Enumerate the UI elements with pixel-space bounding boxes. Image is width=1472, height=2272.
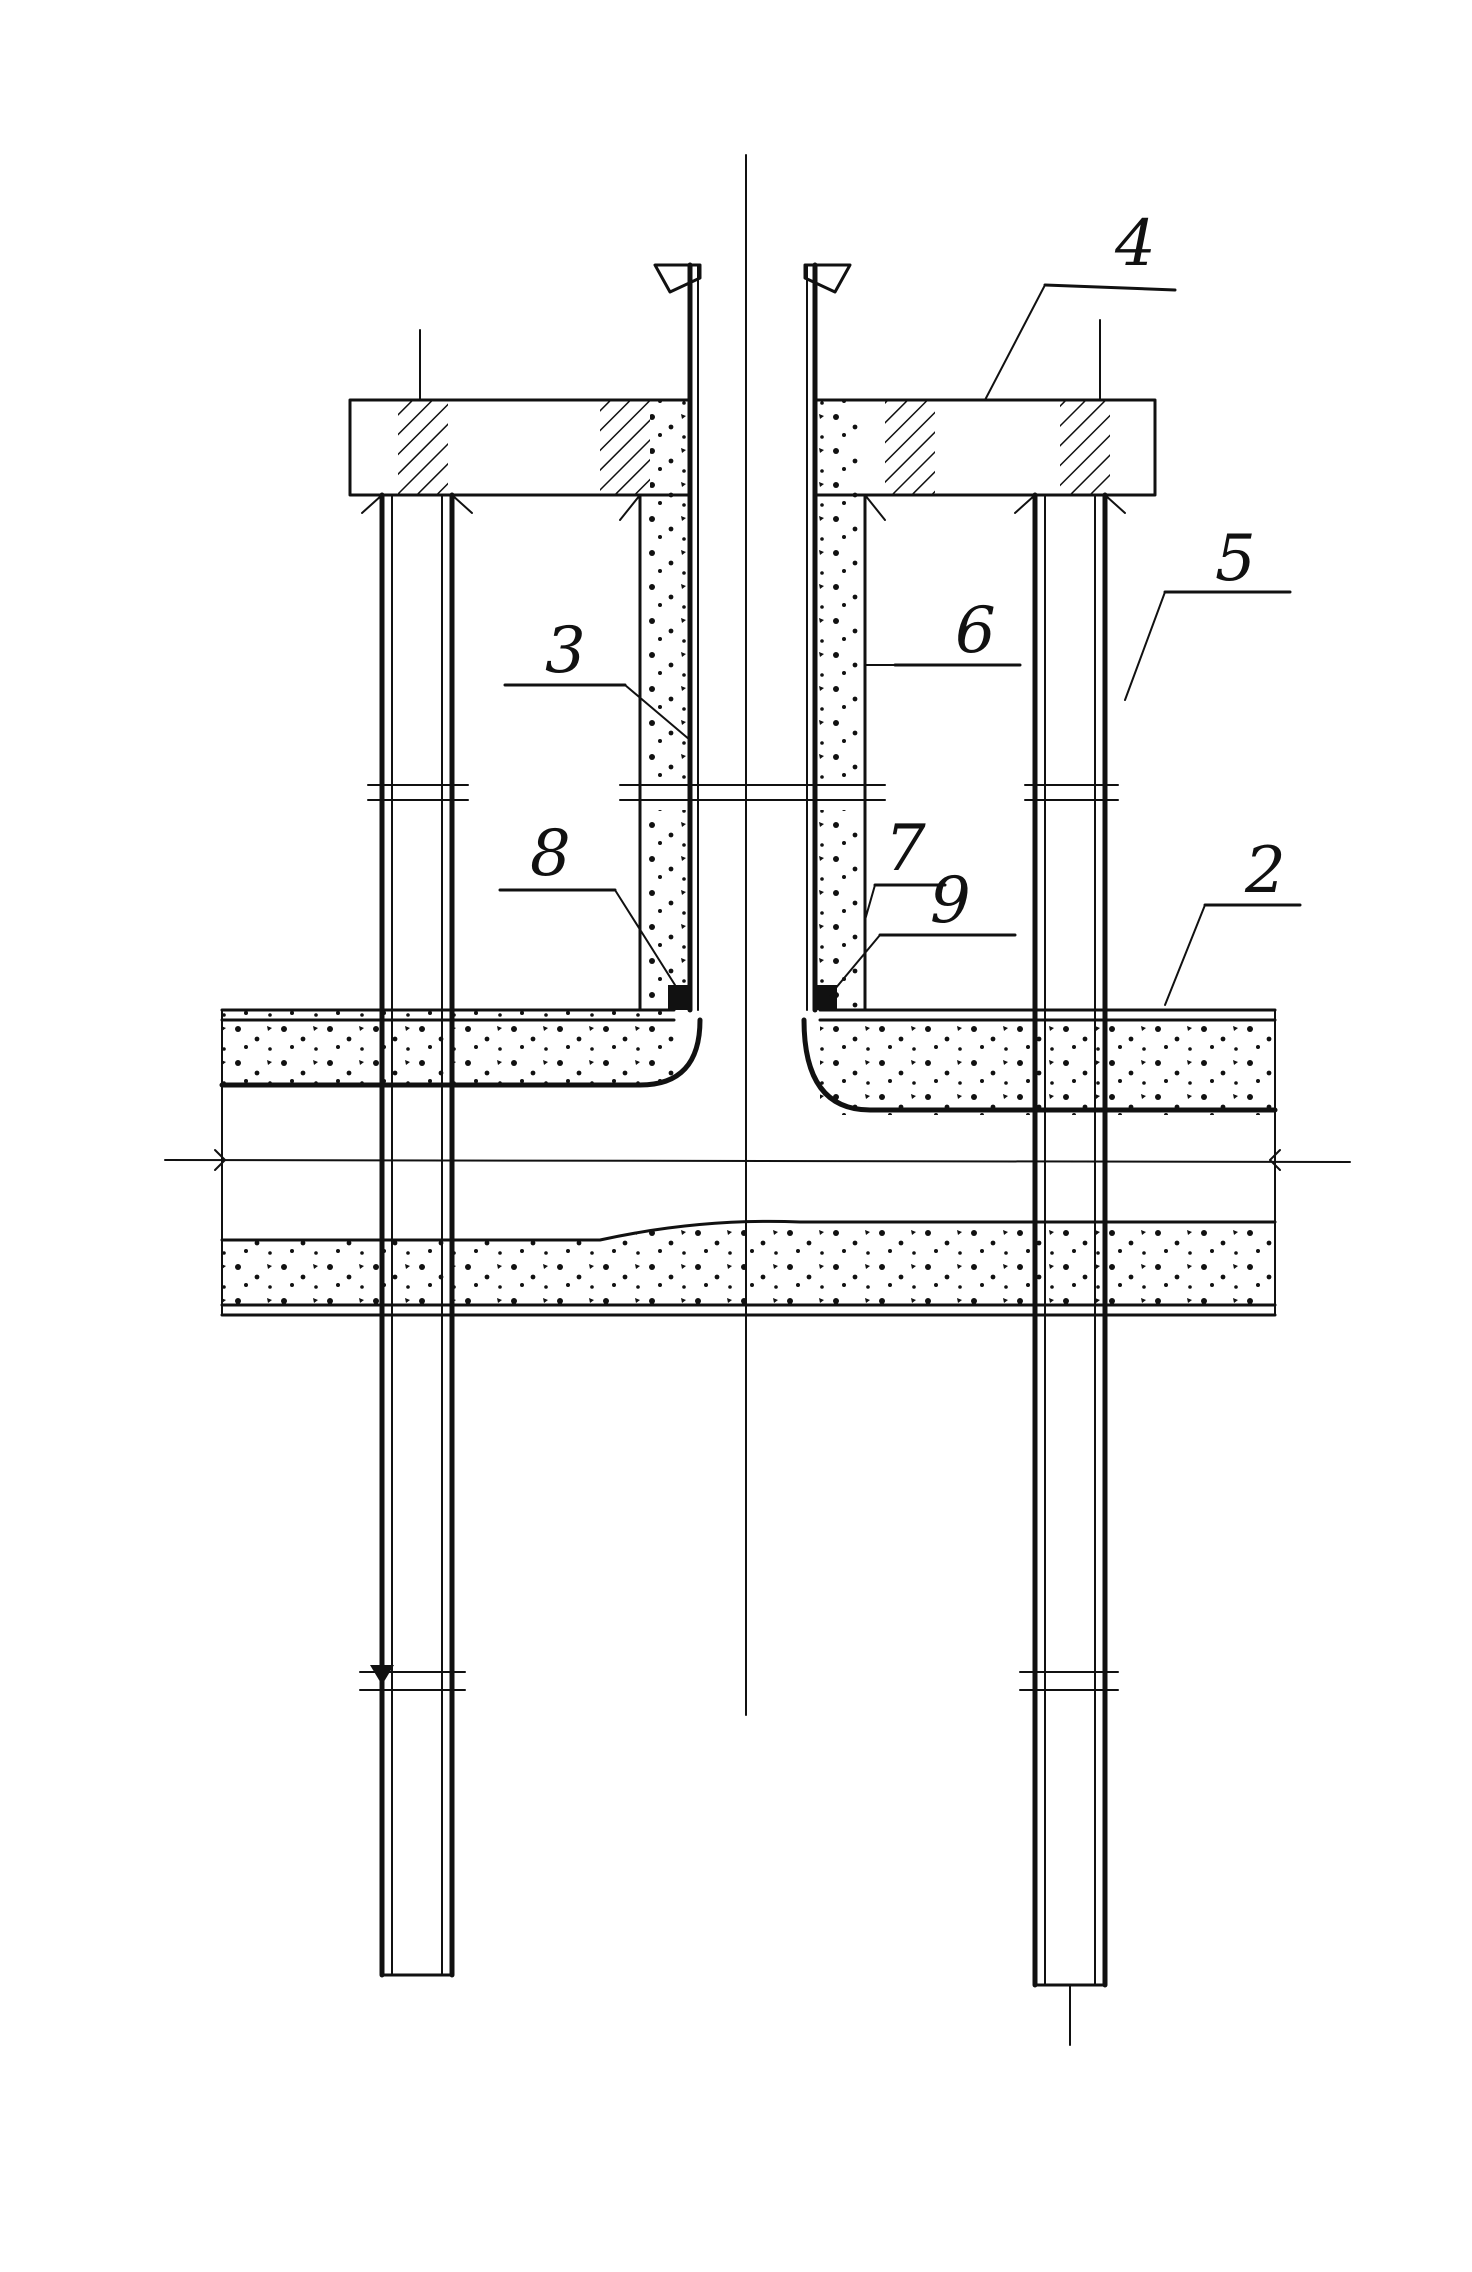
flange-9: [815, 985, 837, 1010]
pipe-break-line: [164, 1149, 1351, 1171]
callout-4: 4: [1114, 207, 1156, 281]
callout-7: 7: [885, 812, 926, 886]
riser-sleeve: [619, 262, 886, 1013]
callout-2: 2: [1244, 834, 1286, 908]
horizontal-pipe-bottom-wall: [220, 1009, 1277, 1317]
callout-5: 5: [1215, 522, 1256, 596]
left-pile: [359, 329, 473, 1978]
leader-lines: [498, 283, 1302, 1006]
riser-break-line: [619, 784, 886, 801]
horizontal-pipe-top-wall: [219, 1008, 1278, 1115]
callout-9: 9: [930, 864, 971, 938]
callout-8: 8: [530, 817, 571, 891]
callout-6: 6: [955, 594, 996, 668]
top-slab: [348, 398, 1157, 497]
flange-8: [668, 985, 690, 1010]
right-pile: [1014, 319, 1126, 2046]
callout-3: 3: [545, 614, 586, 688]
